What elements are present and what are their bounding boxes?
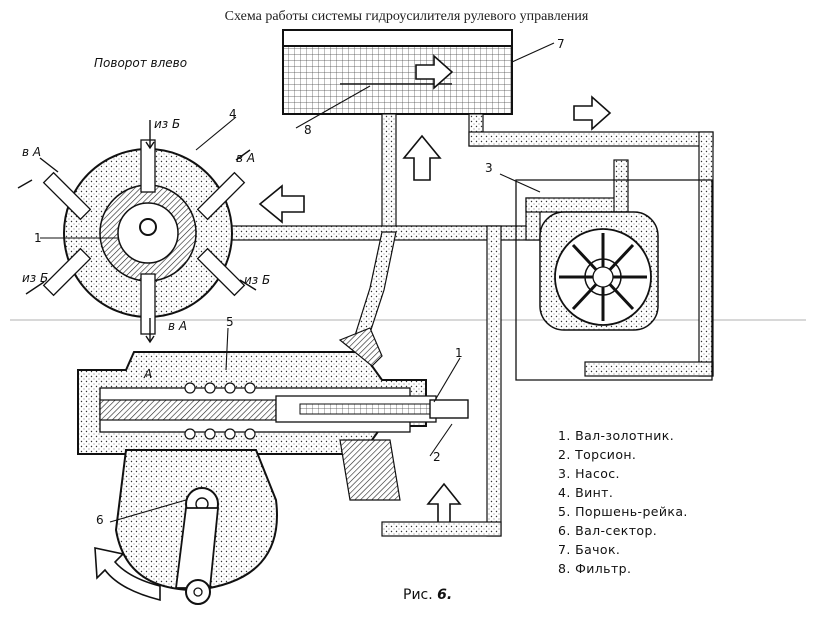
flow-arrow-up-bottom	[426, 482, 462, 525]
label-iz-b-top: из Б	[154, 117, 180, 131]
flow-arrow-up	[402, 134, 442, 181]
pipes	[199, 113, 714, 537]
callout-1-gear: 1	[455, 346, 463, 360]
legend: 1. Вал-золотник. 2. Торсион. 3. Насос. 4…	[558, 426, 798, 578]
legend-item: 8. Фильтр.	[558, 561, 632, 576]
legend-item: 7. Бачок.	[558, 542, 621, 557]
callout-7: 7	[557, 37, 565, 51]
figure-caption: Рис. 6.	[403, 587, 452, 603]
flow-arrow-left	[258, 184, 305, 224]
label-v-a-right: в А	[236, 151, 255, 165]
steering-gearbox	[77, 327, 469, 605]
callout-5: 5	[226, 315, 234, 329]
figure-caption-label: Рис.	[403, 587, 433, 603]
tank	[282, 29, 513, 115]
legend-item: 4. Винт.	[558, 485, 614, 500]
rotation-arrow	[94, 546, 161, 602]
callout-leaders	[40, 42, 555, 523]
legend-item: 3. Насос.	[558, 466, 620, 481]
callout-6: 6	[96, 513, 104, 527]
flow-arrow-right	[573, 95, 612, 131]
label-v-a-bottom: в А	[168, 319, 187, 333]
callout-2: 2	[433, 450, 441, 464]
label-iz-b-left: из Б	[22, 271, 48, 285]
mode-label: Поворот влево	[94, 56, 187, 70]
figure-number: 6.	[437, 587, 453, 603]
rotary-valve	[17, 120, 257, 344]
label-v-a-left: в А	[22, 145, 41, 159]
flow-arrow-tank	[415, 54, 454, 90]
legend-item: 2. Торсион.	[558, 447, 637, 462]
label-iz-b-right: из Б	[244, 273, 270, 287]
legend-item: 1. Вал-золотник.	[558, 428, 675, 443]
legend-item: 5. Поршень-рейка.	[558, 504, 688, 519]
callout-8: 8	[304, 123, 312, 137]
legend-item: 6. Вал-сектор.	[558, 523, 658, 538]
callout-3: 3	[485, 161, 493, 175]
callout-1-valve: 1	[34, 231, 42, 245]
pump	[515, 179, 713, 381]
label-chamber-a: А	[143, 367, 152, 381]
callout-4: 4	[229, 107, 237, 121]
diagram-title: Схема работы системы гидроусилителя руле…	[224, 9, 589, 24]
